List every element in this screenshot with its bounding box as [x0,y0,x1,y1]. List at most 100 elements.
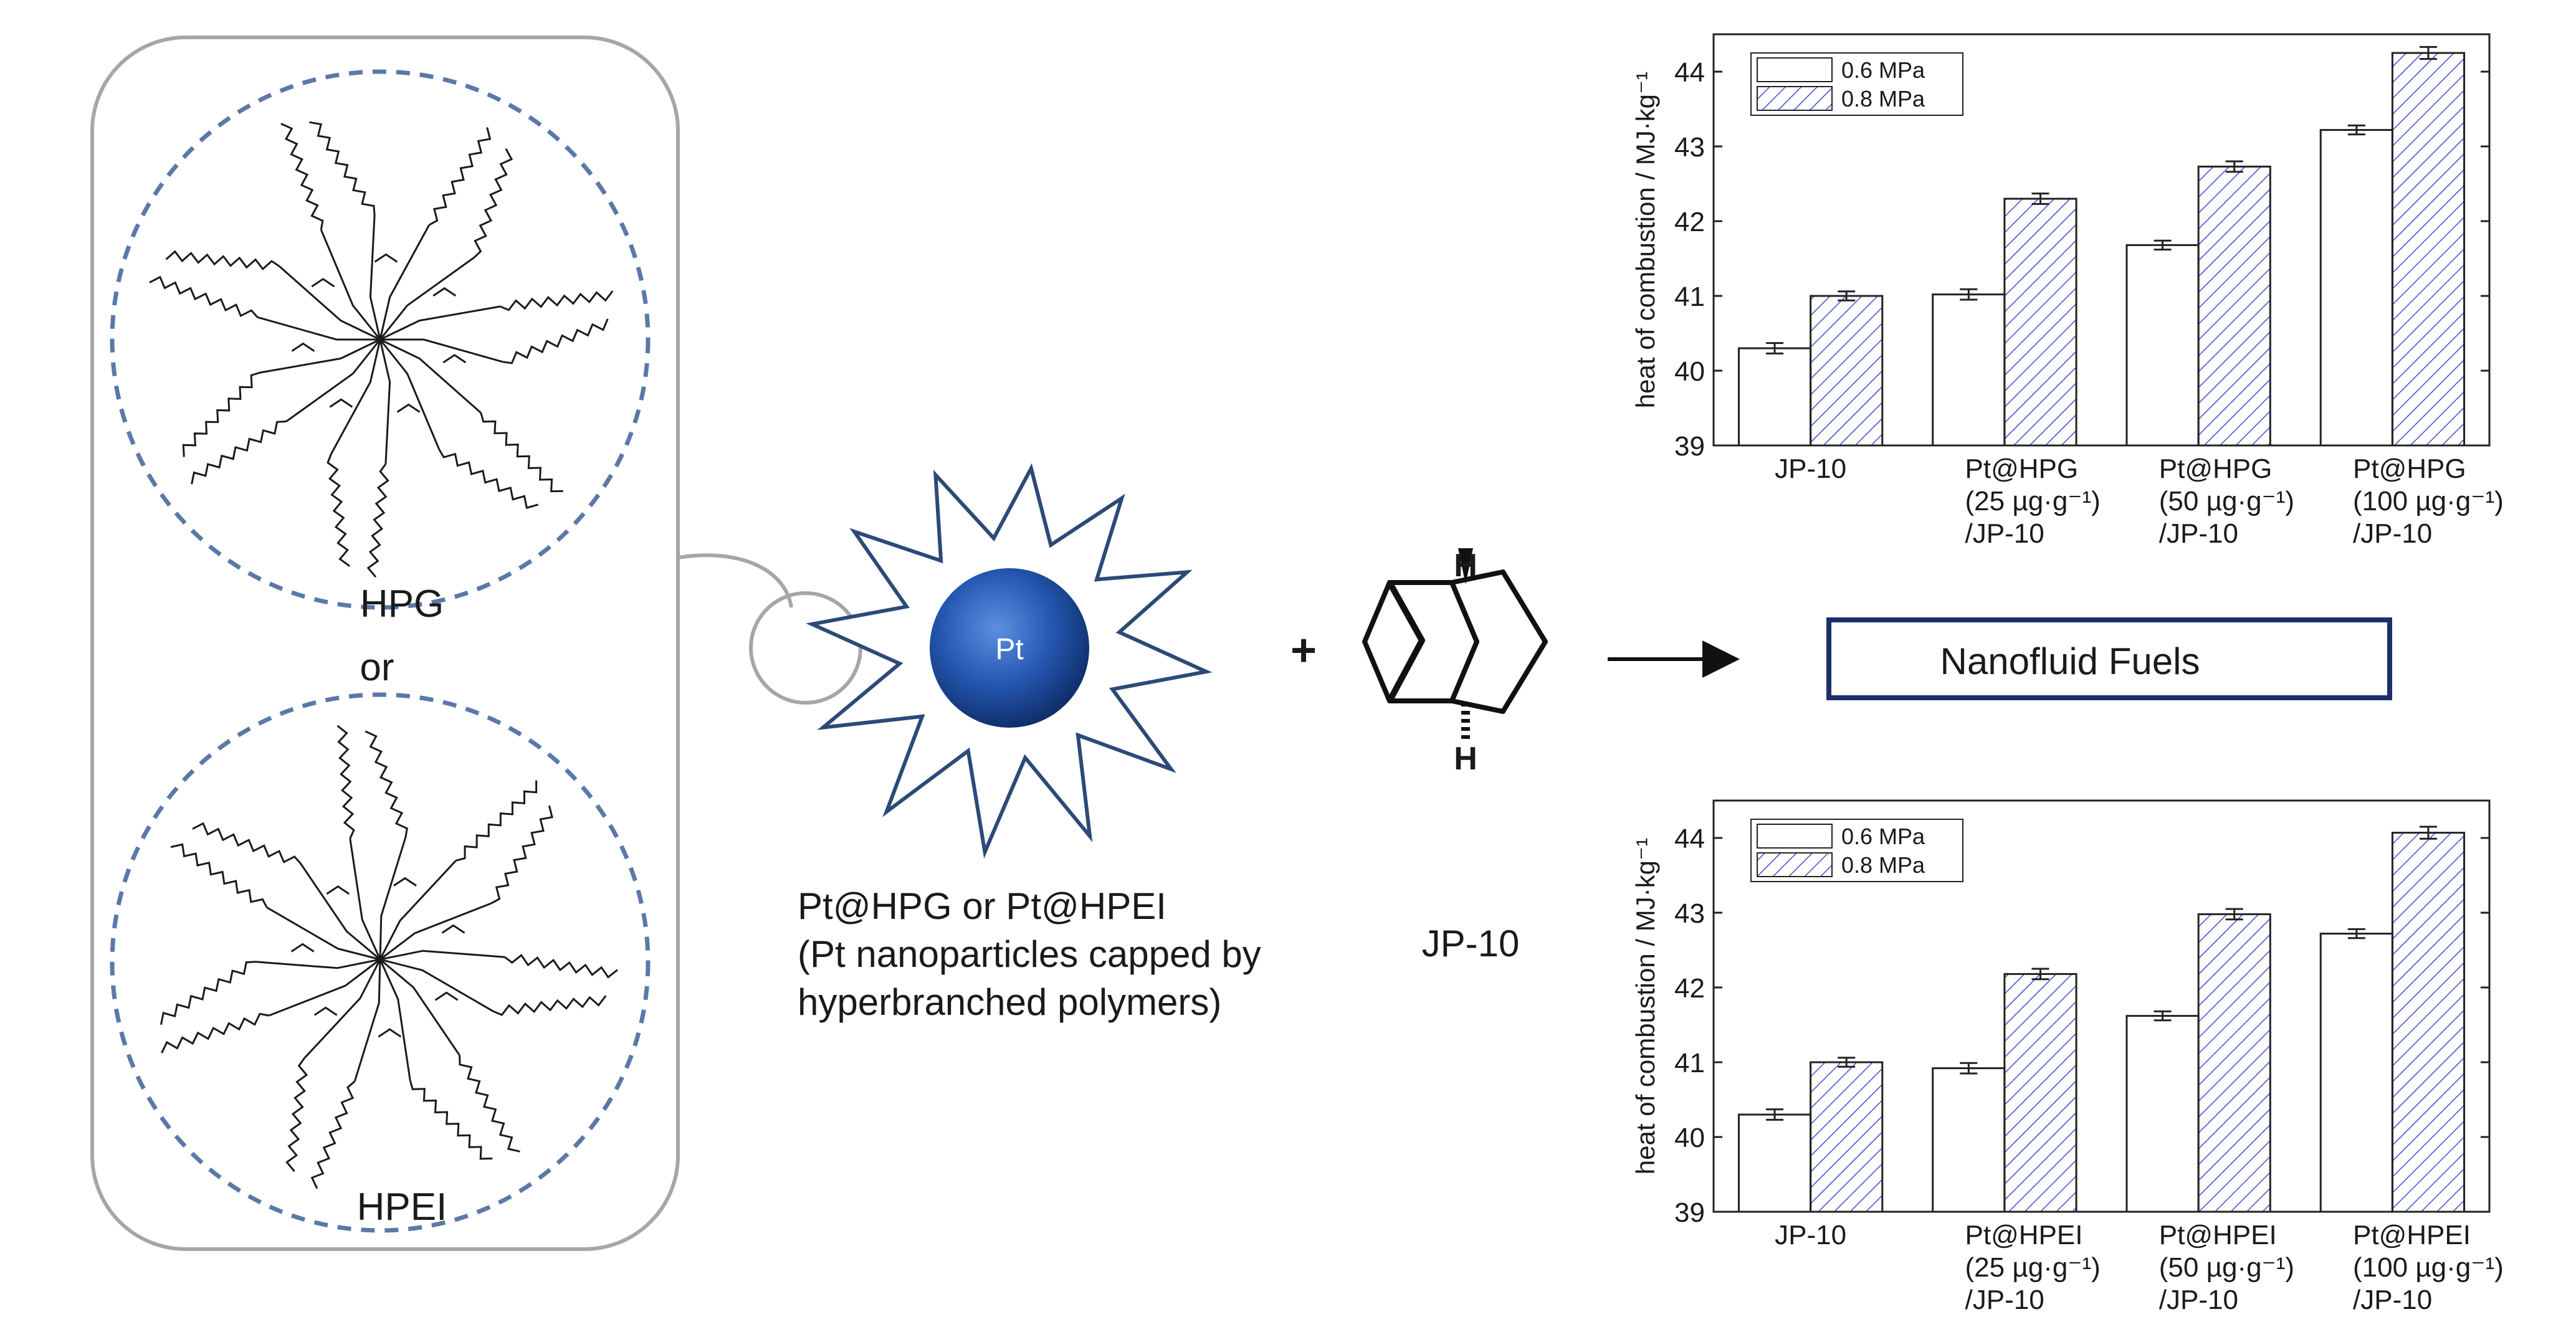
bar-0-8mpa [2003,197,2077,447]
polymer-branch [259,338,381,374]
y-tick-label: 44 [1674,57,1705,88]
polymer-branch [330,339,381,455]
y-tick-label: 40 [1674,356,1705,387]
zoom-ring [749,591,862,705]
particle-caption-line3: hyperbranched polymers) [798,981,1221,1023]
bar-0-6mpa [1737,1113,1812,1213]
alkyl-chain [490,805,553,905]
polymer-branch [379,305,501,341]
core-linkage [290,943,315,953]
alkyl-chain [285,1057,308,1173]
polymer-branch [303,959,381,1059]
alkyl-chain [191,421,287,485]
polymer-branch [300,863,381,961]
hpei-label: HPEI [357,1186,447,1229]
alkyl-chain [473,148,513,259]
polymer-branch [379,949,505,961]
jp10-h-top: H [1454,548,1477,584]
alkyl-chain [459,1055,520,1153]
nanofluid-fuels-box [1826,617,2392,700]
polymer-branch [255,958,381,969]
hpg-structure-drawing [149,121,614,578]
polymer-branch [285,339,381,422]
jp10-h-bottom: H [1454,741,1477,777]
alkyl-chain [165,250,280,270]
plus-sign: + [1290,626,1317,675]
pt-core [930,568,1089,728]
y-tick-label: 41 [1674,282,1705,312]
alkyl-chain [480,412,563,493]
core-linkage [434,991,459,1001]
category-label: /JP-10 [2159,518,2238,549]
nanofluid-fuels-label: Nanofluid Fuels [1940,640,2200,682]
polymer-panel-frame [90,36,680,1251]
polymer-branch [369,215,381,340]
polymer-branch [379,837,407,960]
y-tick-label: 39 [1674,1197,1705,1228]
hpei-dashed-circle [110,692,651,1233]
bar-0-8mpa [2197,165,2271,447]
polymer-branch [379,860,457,960]
bar-0-6mpa [1737,347,1812,447]
plot-frame [1712,799,2491,1213]
core-linkage [374,253,398,263]
category-label: Pt@HPEI [2159,1220,2277,1250]
bar-0-8mpa [1810,295,1884,447]
legend-swatch [1757,57,1833,82]
alkyl-chain [493,995,607,1016]
legend-label: 0.6 MPa [1841,824,1925,849]
alkyl-chain [504,954,618,979]
y-tick-label: 44 [1674,824,1705,854]
y-tick-label: 43 [1674,132,1705,163]
core-linkage [442,354,467,364]
polymer-branch [268,958,381,1017]
alkyl-chain [366,463,389,578]
legend-swatch [1757,86,1833,111]
y-tick-label: 43 [1674,898,1705,929]
hpei-structure-drawing [160,725,618,1189]
alkyl-chain [309,121,376,216]
bar-0-6mpa [2125,1015,2200,1213]
category-label: /JP-10 [2353,518,2432,549]
y-axis-label: heat of combustion / MJ·kg⁻¹ [1631,72,1660,408]
legend-swatch [1757,824,1833,849]
y-tick-label: 42 [1674,973,1705,1004]
bar-0-6mpa [2125,244,2200,447]
category-label: Pt@HPEI [1965,1220,2083,1250]
category-label: Pt@HPG [2159,454,2273,484]
alkyl-chain [456,780,538,862]
jp10-molecule [1362,548,1548,741]
polymer-branch [349,838,381,960]
alkyl-chain [280,123,324,231]
polymer-branch [379,339,391,464]
alkyl-chain [500,290,614,312]
category-label: (50 µg·g⁻¹) [2159,486,2294,516]
legend-label: 0.8 MPa [1841,852,1925,878]
bar-0-8mpa [1810,1061,1884,1213]
polymer-branch [379,257,475,340]
core-linkage [291,342,315,352]
category-label: /JP-10 [2159,1285,2238,1315]
polymer-branch [379,339,441,450]
legend-swatch [1757,852,1833,877]
connector-line [677,553,793,608]
polymer-branch [379,338,482,414]
polymer-branch [266,906,381,961]
bar-0-8mpa [2391,52,2466,447]
jp10-cyclopentane-ring [1449,569,1548,714]
bar-0-8mpa [2003,973,2077,1213]
y-tick-label: 41 [1674,1048,1705,1078]
polymer-branch [379,958,494,1012]
polymer-branch [379,958,460,1056]
alkyl-chain [192,822,302,864]
alkyl-chain [160,961,256,1025]
legend-label: 0.8 MPa [1841,86,1925,112]
alkyl-chain [310,1080,356,1189]
y-axis-label: heat of combustion / MJ·kg⁻¹ [1631,838,1660,1174]
plot-frame [1712,33,2491,447]
category-label: JP-10 [1775,454,1846,484]
core-linkage [313,1006,338,1016]
hpg-label: HPG [360,583,444,626]
core-linkage [396,403,421,413]
y-tick-label: 42 [1674,207,1705,237]
